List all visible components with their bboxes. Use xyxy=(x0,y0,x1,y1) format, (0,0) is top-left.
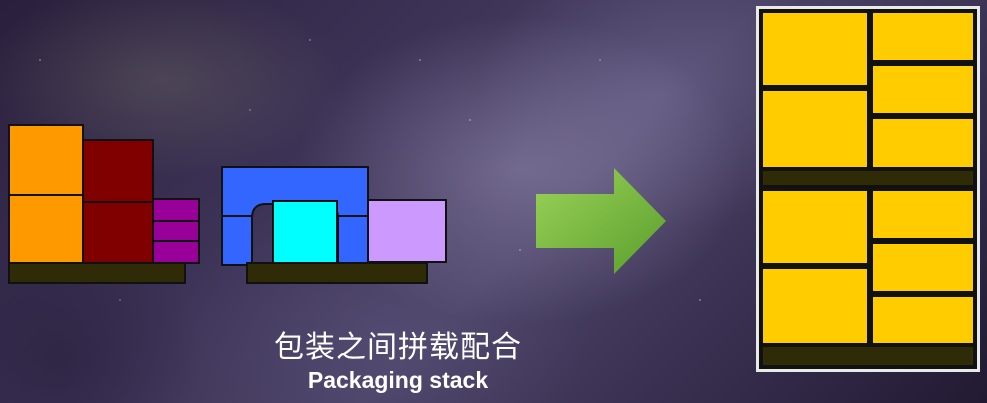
cyan-box xyxy=(272,200,338,266)
yellow-box-6 xyxy=(761,189,869,265)
caption-chinese: 包装之间拼载配合 xyxy=(274,330,522,365)
yellow-box-4 xyxy=(871,64,975,115)
yellow-box-9 xyxy=(871,242,975,293)
yellow-box-10 xyxy=(871,295,975,345)
yellow-box-8 xyxy=(871,189,975,240)
lavender-box xyxy=(367,199,447,263)
dark-red-box-bottom xyxy=(82,201,154,264)
pallet-base-3a xyxy=(761,169,975,187)
purple-box-2 xyxy=(152,220,200,242)
yellow-box-3 xyxy=(871,11,975,62)
dark-red-box-top xyxy=(82,139,154,203)
pallet-base-3b xyxy=(761,345,975,367)
pallet-base-2 xyxy=(246,262,428,284)
purple-box-3 xyxy=(152,240,200,264)
orange-box-top xyxy=(8,124,84,196)
orange-box-bottom xyxy=(8,194,84,264)
caption-english: Packaging stack xyxy=(307,367,489,393)
yellow-box-1 xyxy=(761,11,869,87)
right-arrow-icon xyxy=(536,168,666,274)
yellow-box-2 xyxy=(761,89,869,169)
stacked-pallet-result xyxy=(756,6,980,372)
purple-box-1 xyxy=(152,198,200,222)
yellow-box-5 xyxy=(871,117,975,169)
yellow-box-7 xyxy=(761,267,869,345)
pallet-base-1 xyxy=(8,262,186,284)
